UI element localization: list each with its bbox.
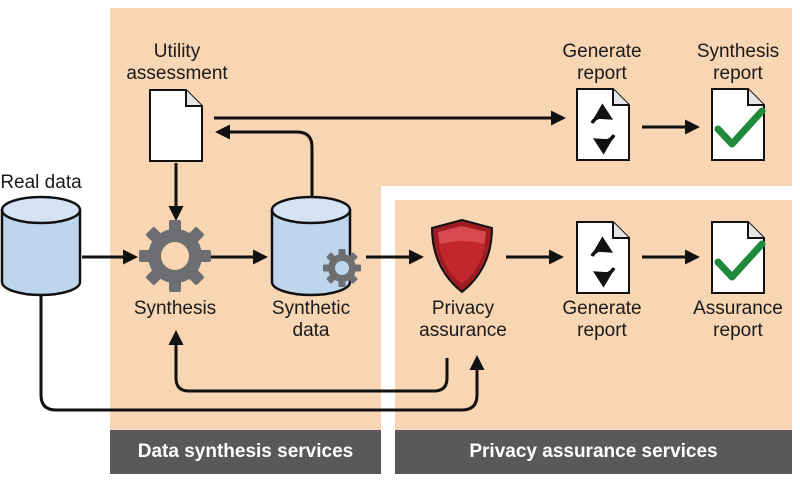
generate-report-top-label: Generate report <box>562 41 642 84</box>
assurance-report-label: Assurance report <box>693 298 783 341</box>
generate-report-bottom-document-icon <box>576 221 630 294</box>
utility-assessment-label: Utility assessment <box>126 41 228 84</box>
generate-report-bottom-label: Generate report <box>562 298 642 341</box>
real-data-database-icon <box>0 195 82 297</box>
small-gear-icon <box>323 249 361 287</box>
checkmark-icon <box>714 240 766 281</box>
synthesis-gear-icon <box>139 220 211 292</box>
privacy-shield-icon <box>430 218 494 294</box>
data-synthesis-services-footer: Data synthesis services <box>110 430 381 474</box>
checkmark-icon <box>714 107 766 148</box>
assurance-report-document-icon <box>711 221 766 294</box>
privacy-assurance-services-footer: Privacy assurance services <box>395 430 792 474</box>
synthesis-label: Synthesis <box>133 298 217 319</box>
synthesis-report-document-icon <box>711 88 766 161</box>
real-data-label: Real data <box>0 172 82 193</box>
privacy-assurance-label: Privacy assurance <box>419 298 507 341</box>
refresh-icon <box>590 236 616 288</box>
synthetic-data-label: Synthetic data <box>271 298 351 341</box>
synthesis-report-label: Synthesis report <box>696 41 780 84</box>
refresh-icon <box>590 103 616 155</box>
generate-report-top-document-icon <box>576 88 630 161</box>
arrow-privacy-back-to-synthesis <box>168 330 449 393</box>
arrow-real-data-to-privacy <box>39 296 485 412</box>
utility-document-icon <box>149 89 203 162</box>
arrow-synthetic-to-utility <box>215 124 314 196</box>
